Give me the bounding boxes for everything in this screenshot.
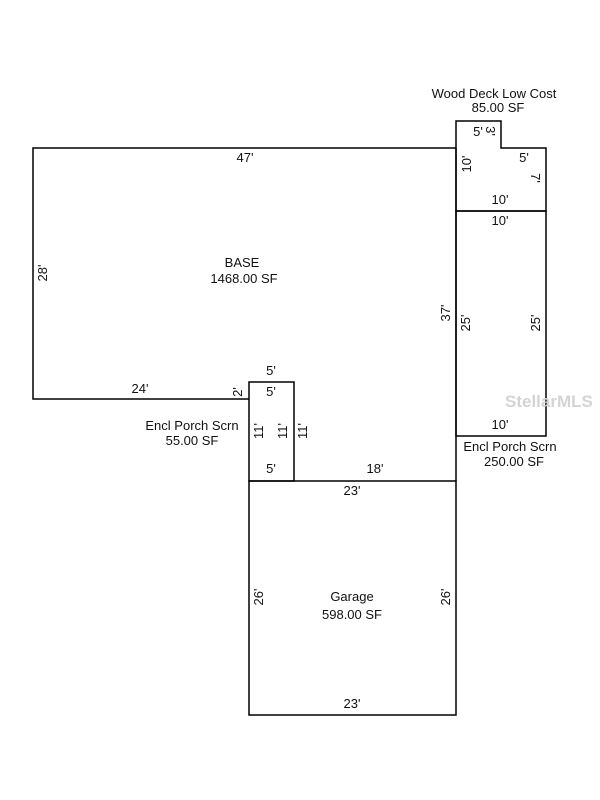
dim-porch-s-left: 11' (251, 423, 266, 439)
dim-garage-left: 26' (251, 589, 266, 606)
dim-porch-s-top: 5' (266, 384, 276, 399)
dim-base-step: 2' (230, 387, 245, 397)
deck-name: Wood Deck Low Cost (432, 86, 557, 101)
dim-base-right: 37' (438, 305, 453, 322)
dim-deck-notch: 3' (483, 126, 498, 136)
dim-garage-top: 23' (344, 483, 361, 498)
dim-deck-left: 10' (459, 156, 474, 173)
garage-name: Garage (330, 589, 373, 604)
base-area: 1468.00 SF (210, 271, 277, 286)
dim-deck-right: 7' (528, 173, 543, 183)
porch-small-name: Encl Porch Scrn (145, 418, 238, 433)
dim-porch-s-top-out: 5' (266, 363, 276, 378)
dim-porch-s-mid: 11' (275, 423, 290, 439)
garage-outline (248, 480, 457, 716)
dim-garage-top-ext: 18' (367, 461, 384, 476)
dim-base-left: 28' (35, 265, 50, 282)
dim-garage-bottom: 23' (344, 696, 361, 711)
dim-garage-right: 26' (438, 589, 453, 606)
porch-large-outline (455, 210, 547, 437)
deck-area: 85.00 SF (472, 100, 525, 115)
garage-area: 598.00 SF (322, 607, 382, 622)
dim-deck-right-top: 5' (519, 150, 529, 165)
porch-large-area: 250.00 SF (484, 454, 544, 469)
dim-porch-l-top: 10' (492, 213, 509, 228)
base-outline (32, 147, 456, 400)
dim-base-top: 47' (237, 150, 254, 165)
dim-porch-l-left: 25' (458, 315, 473, 332)
porch-small-area: 55.00 SF (166, 433, 219, 448)
dim-porch-s-right: 11' (295, 423, 310, 439)
watermark: StellarMLS (505, 392, 593, 411)
dim-porch-l-right: 25' (528, 315, 543, 332)
dim-porch-l-bottom: 10' (492, 417, 509, 432)
dim-deck-bottom: 10' (492, 192, 509, 207)
dim-porch-s-bottom: 5' (266, 461, 276, 476)
base-name: BASE (225, 255, 260, 270)
dim-deck-top: 5' (473, 124, 483, 139)
dim-base-bottom: 24' (132, 381, 149, 396)
porch-large-name: Encl Porch Scrn (463, 439, 556, 454)
